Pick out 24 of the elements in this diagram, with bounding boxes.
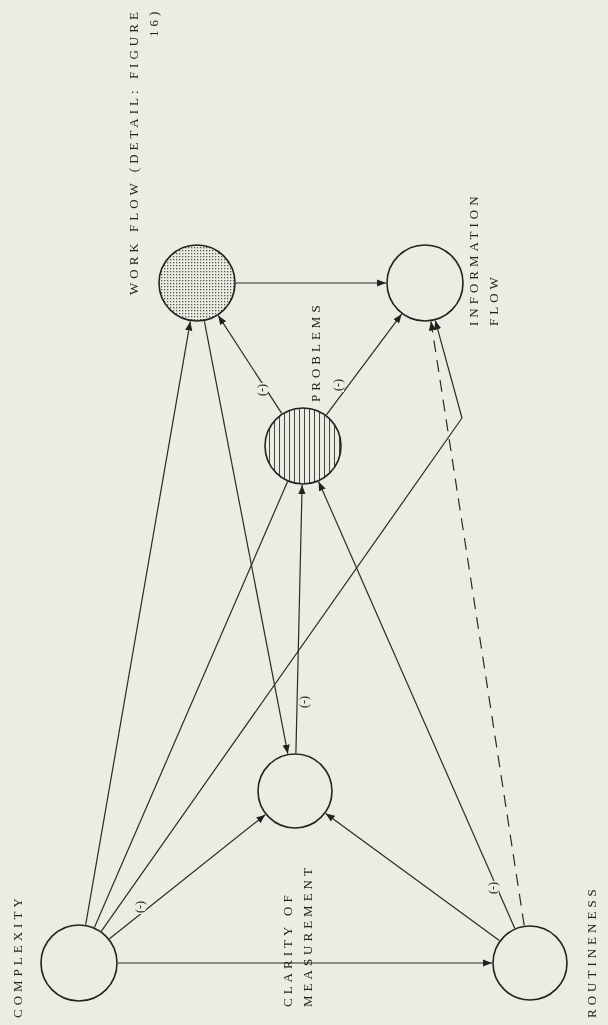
edge-label: (-) [256, 383, 268, 397]
edge-label: (-) [134, 900, 146, 914]
node-label: PROBLEMS [307, 300, 324, 402]
node-label: WORK FLOW (DETAIL: FIGURE 16) [125, 8, 162, 297]
edge-label: (-) [298, 695, 310, 709]
node-label: CLARITY OF MEASUREMENT [279, 863, 316, 1007]
edge-label: (-) [487, 881, 499, 895]
arrow [203, 320, 290, 755]
arrow [100, 320, 463, 932]
arrow [217, 315, 283, 414]
connector-line [93, 481, 289, 928]
arrow [235, 279, 387, 287]
arrow [108, 814, 266, 940]
arrow [428, 320, 525, 926]
arrow [117, 959, 493, 967]
arrow [325, 313, 403, 416]
node-label: ROUTINENESS [583, 884, 600, 1018]
node-label: COMPLEXITY [9, 893, 26, 1018]
arrow [85, 320, 193, 926]
arrow [295, 484, 306, 754]
edge-label: (-) [332, 378, 344, 392]
arrow [325, 812, 500, 942]
arrow [318, 481, 516, 929]
node-label: INFORMATION FLOW [465, 191, 502, 326]
